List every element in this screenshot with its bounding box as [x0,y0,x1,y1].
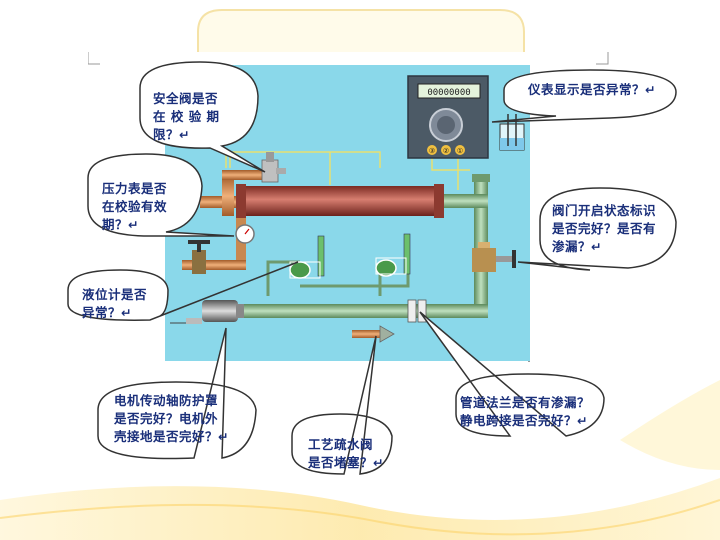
callout-line: 在 校 验 期 [153,109,220,124]
callout-line: 阀门开启状态标识 [552,203,657,218]
callout-line: 异常？↵ [82,305,132,320]
callout-line: 静电跨接是否完好？↵ [460,413,588,428]
callout-meter-display: 仪表显示是否异常？↵ [528,81,656,99]
callout-motor-guard: 电机传动轴防护罩 是否完好？电机外 壳接地是否完好？↵ [114,392,229,446]
pipe-cap [472,174,490,182]
control-valve [472,242,516,272]
callout-line: 壳接地是否完好？↵ [114,429,229,444]
pipe-top-right [444,194,488,208]
motor [170,300,244,324]
meter-button-3: ③ [429,147,435,155]
meter-display-readout: 00000000 [427,88,470,98]
callout-line: 电机传动轴防护罩 [114,393,219,408]
callout-line: 是否完好？是否有 [552,221,657,236]
level-gauge-right [375,233,411,277]
callout-line: 管道法兰是否有渗漏？ [460,395,591,410]
callout-line: 液位计是否 [82,287,148,302]
callout-line: 压力表是否 [102,181,168,196]
drain-trap [352,325,395,343]
callout-line: 渗漏？↵ [552,239,602,254]
heat-exchanger [236,184,444,218]
pipe-flange [407,299,427,323]
callout-drain-valve: 工艺疏水阀 是否堵塞？↵ [308,436,384,472]
callout-line: 安全阀是否 [153,91,219,106]
callout-safety-valve: 安全阀是否 在 校 验 期 限？↵ [153,90,220,144]
callout-line: 限？↵ [153,127,190,142]
meter-panel [407,75,489,159]
pipe-bottom-horizontal [240,304,488,318]
pressure-gauge [235,224,255,244]
callout-pressure-gauge: 压力表是否 在校验有效 期？↵ [102,180,167,234]
callout-bubbles [67,61,677,475]
signal-lines [225,150,470,190]
safety-valve [261,152,286,183]
level-gauge-left [289,235,325,279]
meter-button-1: ① [457,147,463,155]
callout-valve-status: 阀门开启状态标识 是否完好？是否有 渗漏？↵ [552,202,656,256]
callout-line: 工艺疏水阀 [308,437,374,452]
callout-line: 在校验有效 [102,199,168,214]
callout-flange: 管道法兰是否有渗漏？ 静电跨接是否完好？↵ [460,394,590,430]
callout-line: 是否完好？电机外 [114,411,219,426]
inlet-valve [188,240,210,274]
callout-level-gauge: 液位计是否 异常？↵ [82,286,147,322]
callout-line: 仪表显示是否异常？↵ [528,82,656,97]
callout-line: 是否堵塞？↵ [308,455,384,470]
meter-button-2: ② [443,147,449,155]
callout-line: 期？↵ [102,217,139,232]
